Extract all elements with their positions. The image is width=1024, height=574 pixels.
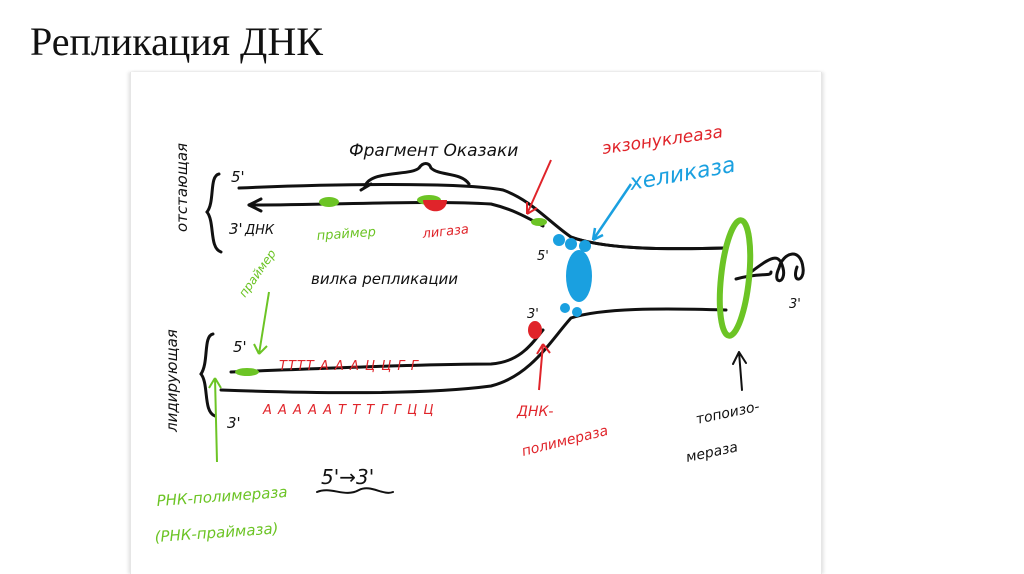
label-leading-5: 5' [233,338,247,356]
label-lagging-5: 5' [231,168,245,186]
primer-arrow [253,291,270,355]
label-exonuclease: экзонуклеаза [601,122,724,159]
helicase-bead-4 [560,303,570,313]
label-sequence-bottom: А А А А А Т Т Т Г Г Ц Ц [262,403,434,418]
label-rna-polymerase: РНК-полимераза [156,483,288,510]
leading-brace [199,332,217,418]
label-topoisomerase-2: мераза [685,439,740,466]
primer-segment-1 [319,197,339,207]
leading-primer [235,368,259,376]
okazaki-brace [363,162,471,188]
lagging-arrow-head [247,197,263,213]
label-polymerase-1: ДНК- [516,404,553,420]
dna-polymerase-blob [528,321,542,339]
label-right-3: 3' [789,297,801,312]
helicase-body [566,250,592,302]
helicase-bead-1 [553,234,565,246]
dna-replication-drawing: Фрагмент Оказаки экзонуклеаза хеликаза о… [130,72,822,574]
topoisomerase-ring [716,217,754,339]
label-okazaki: Фрагмент Оказаки [349,141,518,161]
ligase-blob [423,200,447,212]
label-lagging: отстающая [173,143,191,232]
red-elements [423,159,552,391]
replication-sketch: Фрагмент Оказаки экзонуклеаза хеликаза о… [154,122,805,546]
rna-polymerase-arrow [208,377,222,463]
label-polymerase-2: полимераза [520,423,610,460]
helicase-bead-3 [579,240,591,252]
label-leading: лидирующая [163,329,181,433]
dna-strands [199,162,805,494]
label-fork: вилка репликации [311,270,458,288]
label-dna: ДНК [244,223,275,238]
label-rna-primase: (РНК-праймаза) [154,519,279,546]
label-topoisomerase-1: топоизо- [695,399,762,428]
label-lagging-3: 3' [229,220,243,238]
label-primer-2: праймер [236,247,279,300]
label-fork-3: 3' [527,307,539,322]
label-primer: праймер [316,225,376,244]
upper-arm [569,235,728,251]
exonuclease-arrow [526,159,552,215]
leading-new-strand [229,328,545,374]
label-leading-3: 3' [227,414,241,432]
primer-segment-3 [531,218,547,226]
tail-connect [734,270,773,281]
helicase-arrow [591,183,633,242]
lagging-new-strand [247,200,545,228]
helicase-bead-5 [572,307,582,317]
coiled-tail [749,252,805,283]
topoisomerase-arrow [732,351,747,391]
lagging-brace [205,172,223,254]
brace-arrow [359,182,373,192]
polymerase-arrow [536,343,551,391]
green-elements [208,195,754,463]
leading-parent-strand [219,307,728,395]
label-ligase: лигаза [421,222,470,242]
label-helicase: хеликаза [627,153,738,196]
helicase-bead-2 [565,238,577,250]
blue-elements [553,183,633,317]
label-direction: 5'→3' [321,465,374,489]
page-title: Репликация ДНК [30,19,323,64]
label-sequence-top: ТТТТ А А А Ц Ц Г Г [279,359,420,374]
lagging-parent-strand [237,183,728,251]
direction-underline [316,487,394,494]
label-fork-5: 5' [537,249,549,264]
